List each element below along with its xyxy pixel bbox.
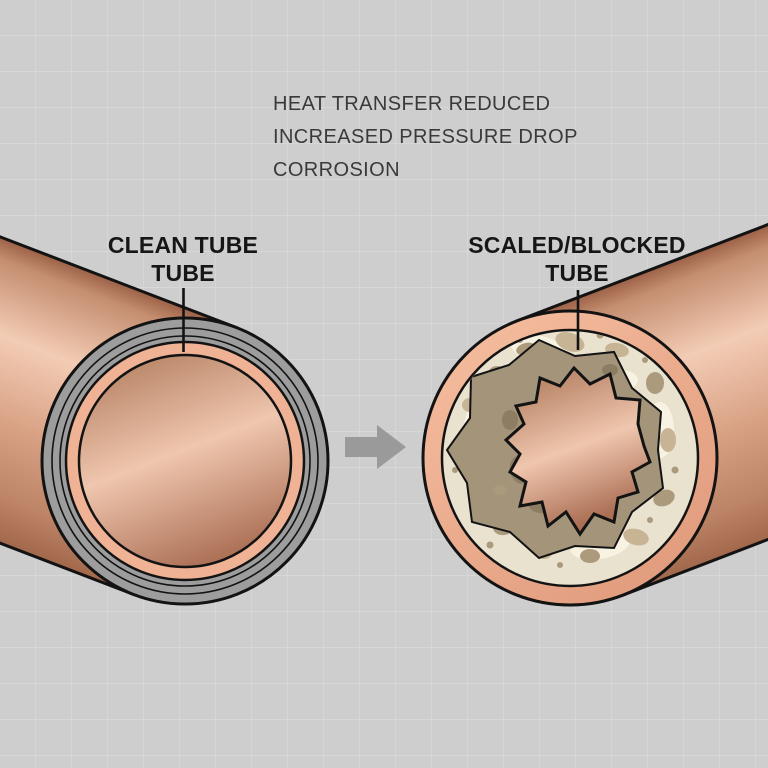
annotation-line-1: HEAT TRANSFER REDUCED (273, 93, 550, 115)
scaled-tube-label-line-1: SCALED/BLOCKED (468, 232, 685, 258)
annotation-text: HEAT TRANSFER REDUCED INCREASED PRESSURE… (273, 93, 578, 181)
blocked-bore (503, 365, 652, 537)
clean-tube-ring-line-2 (59, 335, 311, 587)
transition-arrow-icon (345, 425, 406, 469)
scaled-tube-label-line-2: TUBE (545, 260, 608, 286)
clean-tube-label-line-2: TUBE (151, 260, 214, 286)
scale-texture (445, 331, 679, 568)
clean-tube-bore (77, 353, 293, 569)
annotation-line-2: INCREASED PRESSURE DROP (273, 126, 578, 148)
clean-tube (0, 24, 330, 606)
clean-tube-ring-line-1 (51, 327, 319, 595)
clean-tube-label-line-1: CLEAN TUBE (108, 232, 258, 258)
annotation-line-3: CORROSION (273, 159, 400, 181)
scaled-tube (421, 17, 768, 607)
clean-tube-label: CLEAN TUBE TUBE (108, 232, 258, 286)
scaled-tube-label: SCALED/BLOCKED TUBE (468, 232, 685, 286)
